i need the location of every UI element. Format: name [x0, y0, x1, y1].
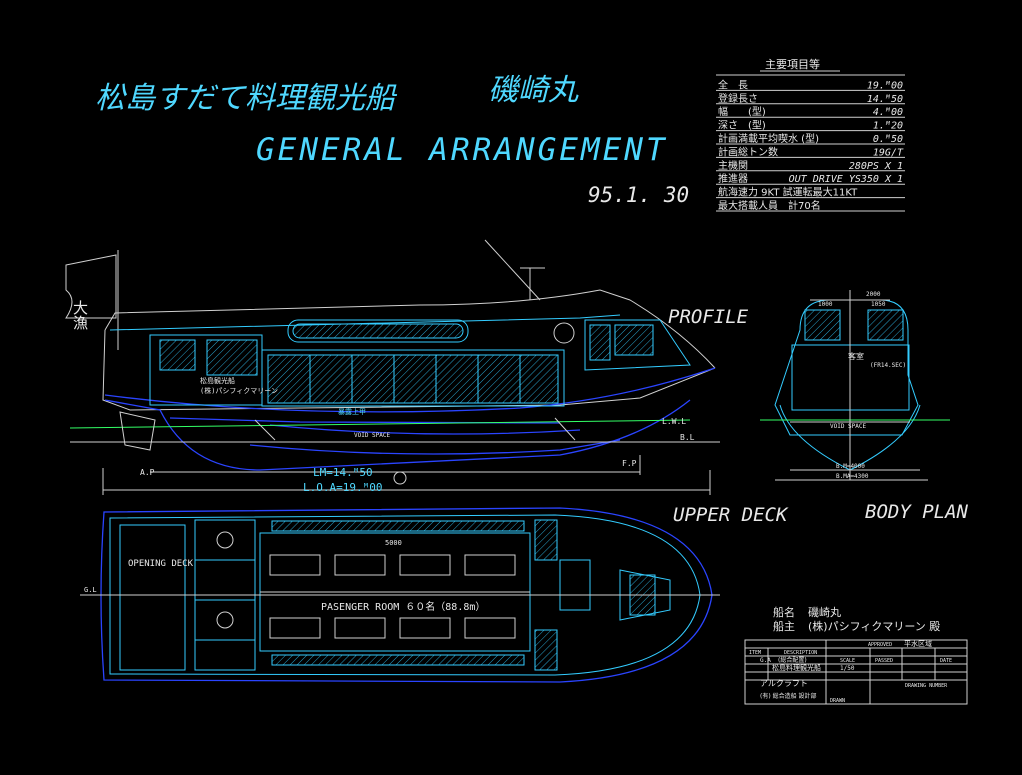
tb-ship-kind: 松島料理観光船 [772, 663, 821, 672]
particular-label: 最大搭載人員 計70名 [718, 199, 821, 212]
flag-icon [65, 254, 117, 319]
particulars-rows: 全 長 19.ᴹ00 登録長さ 14.ᴹ50 幅 (型) 4.ᴹ00 深さ (型) 1.ᴹ20… [716, 74, 905, 212]
particulars-table: 主要項目等 全 長 19.ᴹ00 登録長さ 14.ᴹ50 幅 (型) 4.ᴹ00 深さ (型… [716, 57, 905, 212]
company-side-label: (株)パシフィクマリーン [200, 386, 278, 395]
dim-5000: 5000 [385, 539, 402, 547]
particular-value: 4.ᴹ00 [873, 107, 903, 118]
body-plan-view: 2000 1000 1050 B.M=4000 B.MA=4300 VOID S… [760, 290, 969, 523]
particular-label: 計画満載平均喫水 (型) [718, 132, 819, 145]
particular-label: 幅 (型) [718, 105, 766, 118]
profile-view-label: PROFILE [668, 306, 749, 328]
particular-label: 深さ (型) [718, 119, 766, 132]
body-d4300: B.MA=4300 [836, 473, 869, 480]
lwl-label: L.W.L [662, 417, 686, 426]
tb-description: DESCRIPTION [784, 650, 817, 656]
cabin-name-label: 松島観光船 [200, 376, 235, 385]
tb-ga-jp: (総合配置) [778, 656, 807, 664]
general-arrangement-title: GENERAL ARRANGEMENT [256, 132, 668, 168]
tb-date: DATE [940, 658, 952, 664]
lm-dimension: LM=14.ᴹ50 [313, 466, 373, 479]
tb-passed: PASSED [875, 658, 893, 664]
tb-scale: SCALE [840, 658, 855, 664]
drawing-date: 95.1. 30 [588, 183, 689, 207]
upper-deck-view: OPENING DECK PASENGER ROOM ６０名（88.8m） 50… [80, 504, 789, 683]
gl-label: G.L [84, 586, 97, 594]
passenger-windows [267, 354, 559, 404]
particular-value: 19G/T [873, 147, 904, 158]
ship-value: 磯崎丸 [808, 605, 841, 619]
body-d1050: 1050 [871, 301, 886, 308]
drawing-title-jp: 松島すだて料理観光船 [95, 81, 398, 116]
tb-builder: アルクラフト [760, 679, 808, 688]
tb-item: ITEM [749, 650, 761, 656]
deck-upper-label: 暴露上甲 [338, 407, 366, 416]
bl-label: B.L [680, 433, 695, 442]
opening-deck-label: OPENING DECK [128, 559, 194, 569]
particular-label: 全 長 [718, 78, 748, 91]
tb-drawn: DRAWN [830, 698, 845, 704]
particular-label: 登録長さ [718, 92, 758, 105]
upper-deck-label: UPPER DECK [673, 504, 789, 526]
ship-label: 船名 [773, 605, 795, 619]
title-block: APPROVED 平水区域 ITEM DESCRIPTION SCALE PAS… [744, 639, 968, 705]
body-d1000: 1000 [818, 301, 833, 308]
profile-view: 大漁 [65, 239, 749, 495]
ap-label: A.P [140, 468, 155, 477]
tb-ga: G.A [760, 657, 771, 664]
body-d4000: B.M=4000 [836, 463, 865, 470]
loa-dimension: L.O.A=19.ᴹ00 [303, 481, 382, 494]
body-void-space: VOID SPACE [830, 423, 867, 430]
tb-scale-value: 1/50 [840, 665, 855, 672]
particular-value: 280PS X 1 [849, 161, 903, 172]
tb-builder-co: (有) 総合造船 設計部 [760, 692, 817, 700]
void-space-label: VOID SPACE [354, 432, 391, 439]
particular-value: 0.ᴹ50 [873, 134, 903, 145]
particular-value: OUT DRIVE YS350 X 1 [789, 174, 903, 185]
particular-value: 1.ᴹ20 [873, 121, 903, 132]
owner-label: 船主 [773, 619, 795, 633]
flag-text: 大漁 [71, 300, 89, 330]
owner-value: (株)パシフィクマリーン 殿 [808, 619, 940, 633]
particular-label: 航海速力 9KT 試運転最大11KT [718, 186, 858, 199]
particular-label: 推進器 [718, 172, 748, 185]
body-d2000: 2000 [866, 291, 881, 298]
body-cabin-label: 客室 [848, 351, 864, 361]
tb-area: 平水区域 [904, 639, 932, 648]
body-plan-label: BODY PLAN [865, 501, 969, 523]
body-section-label: (FR14.SEC) [870, 362, 906, 369]
seat-tables [269, 554, 516, 639]
tb-drawing-number: DRAWING NUMBER [905, 683, 948, 689]
particular-label: 計画総トン数 [718, 145, 778, 158]
passenger-room-label: PASENGER ROOM ６０名（88.8m） [321, 600, 485, 613]
tb-approved: APPROVED [868, 642, 892, 648]
particulars-heading: 主要項目等 [765, 57, 820, 71]
ship-name-title: 磯崎丸 [488, 73, 579, 108]
fp-label: F.P [622, 459, 637, 468]
particular-value: 19.ᴹ00 [867, 80, 903, 91]
particular-label: 主機関 [718, 159, 748, 172]
owner-block: 船名 磯崎丸 船主 (株)パシフィクマリーン 殿 [773, 605, 940, 633]
particular-value: 14.ᴹ50 [867, 94, 903, 105]
